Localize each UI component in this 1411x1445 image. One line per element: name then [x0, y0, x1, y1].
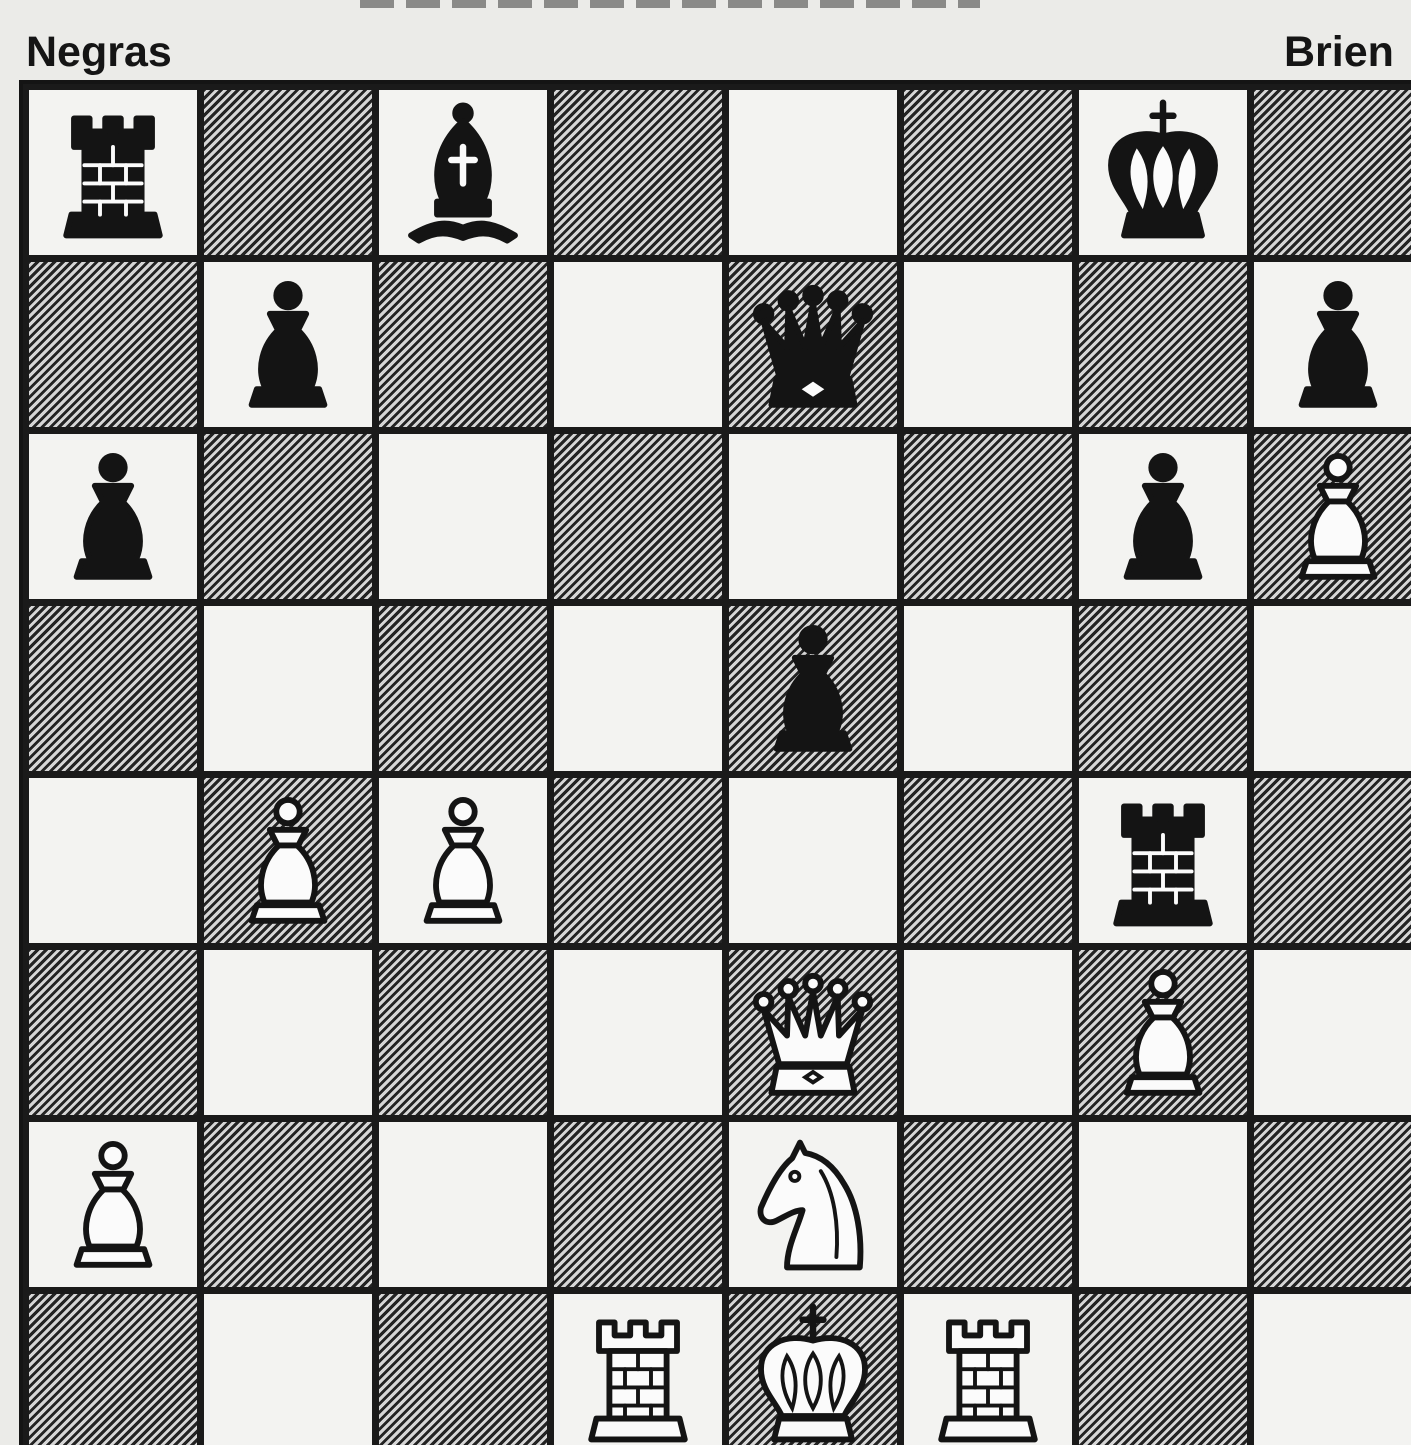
square-e5[interactable] — [729, 606, 897, 771]
black-pawn-icon[interactable] — [748, 614, 878, 764]
square-a2[interactable] — [29, 1122, 197, 1287]
white-pawn-icon[interactable] — [1273, 442, 1403, 592]
white-king-icon[interactable] — [748, 1302, 878, 1445]
square-d2[interactable] — [554, 1122, 722, 1287]
square-f4[interactable] — [904, 778, 1072, 943]
board-grid — [29, 90, 1411, 1445]
square-d1[interactable] — [554, 1294, 722, 1445]
square-g6[interactable] — [1079, 434, 1247, 599]
square-a4[interactable] — [29, 778, 197, 943]
black-king-icon[interactable] — [1098, 98, 1228, 248]
square-d6[interactable] — [554, 434, 722, 599]
square-a6[interactable] — [29, 434, 197, 599]
black-player-label: Negras — [26, 26, 172, 78]
square-a8[interactable] — [29, 90, 197, 255]
square-e2[interactable] — [729, 1122, 897, 1287]
square-b3[interactable] — [204, 950, 372, 1115]
square-e6[interactable] — [729, 434, 897, 599]
square-h8[interactable] — [1254, 90, 1411, 255]
square-h6[interactable] — [1254, 434, 1411, 599]
square-h3[interactable] — [1254, 950, 1411, 1115]
square-a5[interactable] — [29, 606, 197, 771]
square-e3[interactable] — [729, 950, 897, 1115]
square-b8[interactable] — [204, 90, 372, 255]
black-pawn-icon[interactable] — [1098, 442, 1228, 592]
square-g2[interactable] — [1079, 1122, 1247, 1287]
square-c2[interactable] — [379, 1122, 547, 1287]
square-e8[interactable] — [729, 90, 897, 255]
white-rook-icon[interactable] — [573, 1302, 703, 1445]
square-b5[interactable] — [204, 606, 372, 771]
white-pawn-icon[interactable] — [223, 786, 353, 936]
white-pawn-icon[interactable] — [398, 786, 528, 936]
black-pawn-icon[interactable] — [48, 442, 178, 592]
square-b6[interactable] — [204, 434, 372, 599]
square-a7[interactable] — [29, 262, 197, 427]
square-d3[interactable] — [554, 950, 722, 1115]
square-d5[interactable] — [554, 606, 722, 771]
square-d7[interactable] — [554, 262, 722, 427]
square-f1[interactable] — [904, 1294, 1072, 1445]
square-e1[interactable] — [729, 1294, 897, 1445]
square-b1[interactable] — [204, 1294, 372, 1445]
square-f5[interactable] — [904, 606, 1072, 771]
black-rook-icon[interactable] — [48, 98, 178, 248]
square-a1[interactable] — [29, 1294, 197, 1445]
square-e7[interactable] — [729, 262, 897, 427]
square-c3[interactable] — [379, 950, 547, 1115]
square-f8[interactable] — [904, 90, 1072, 255]
square-f2[interactable] — [904, 1122, 1072, 1287]
square-e4[interactable] — [729, 778, 897, 943]
square-h4[interactable] — [1254, 778, 1411, 943]
square-c1[interactable] — [379, 1294, 547, 1445]
white-knight-icon[interactable] — [748, 1130, 878, 1280]
black-bishop-icon[interactable] — [398, 98, 528, 248]
square-h5[interactable] — [1254, 606, 1411, 771]
square-g7[interactable] — [1079, 262, 1247, 427]
square-d8[interactable] — [554, 90, 722, 255]
white-pawn-icon[interactable] — [1098, 958, 1228, 1108]
white-player-label: Brien — [1284, 26, 1394, 78]
white-rook-icon[interactable] — [923, 1302, 1053, 1445]
square-g3[interactable] — [1079, 950, 1247, 1115]
square-f6[interactable] — [904, 434, 1072, 599]
black-queen-icon[interactable] — [748, 270, 878, 420]
black-pawn-icon[interactable] — [1273, 270, 1403, 420]
square-h7[interactable] — [1254, 262, 1411, 427]
square-a3[interactable] — [29, 950, 197, 1115]
square-h2[interactable] — [1254, 1122, 1411, 1287]
black-rook-icon[interactable] — [1098, 786, 1228, 936]
square-g1[interactable] — [1079, 1294, 1247, 1445]
square-f7[interactable] — [904, 262, 1072, 427]
chess-board — [19, 80, 1411, 1445]
square-c7[interactable] — [379, 262, 547, 427]
square-c5[interactable] — [379, 606, 547, 771]
square-g4[interactable] — [1079, 778, 1247, 943]
square-b4[interactable] — [204, 778, 372, 943]
white-pawn-icon[interactable] — [48, 1130, 178, 1280]
square-d4[interactable] — [554, 778, 722, 943]
square-b2[interactable] — [204, 1122, 372, 1287]
white-queen-icon[interactable] — [748, 958, 878, 1108]
square-g5[interactable] — [1079, 606, 1247, 771]
square-f3[interactable] — [904, 950, 1072, 1115]
black-pawn-icon[interactable] — [223, 270, 353, 420]
square-c6[interactable] — [379, 434, 547, 599]
square-c8[interactable] — [379, 90, 547, 255]
cut-off-caption-strip — [360, 0, 980, 8]
square-h1[interactable] — [1254, 1294, 1411, 1445]
square-b7[interactable] — [204, 262, 372, 427]
square-c4[interactable] — [379, 778, 547, 943]
square-g8[interactable] — [1079, 90, 1247, 255]
